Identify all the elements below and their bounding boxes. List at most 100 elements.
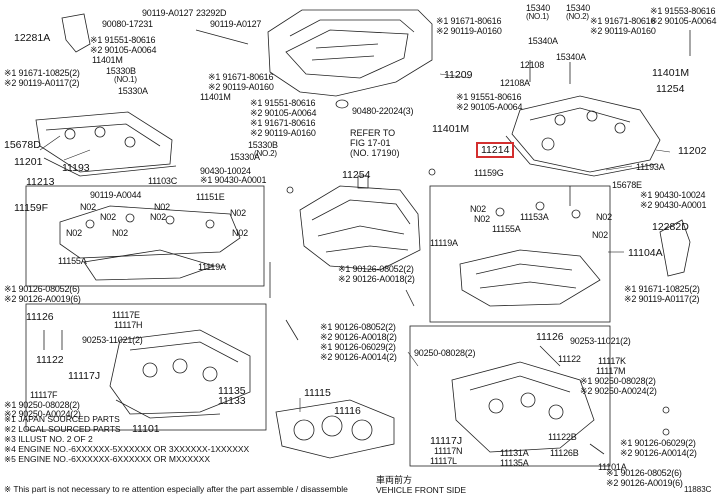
part-number-label[interactable]: ※2 90105-A0064 xyxy=(250,108,317,118)
part-number-label[interactable]: ※1 91553-80616 xyxy=(650,6,716,16)
part-number-label[interactable]: 11116 xyxy=(334,405,361,417)
part-number-label[interactable]: N02 xyxy=(232,228,248,238)
part-number-label[interactable]: 11155A xyxy=(492,224,521,234)
part-number-label[interactable]: ※2 90119-A0117(2) xyxy=(4,78,80,88)
part-number-label[interactable]: 11117L xyxy=(430,456,457,466)
part-number-label[interactable]: N02 xyxy=(66,228,82,238)
part-number-label[interactable]: 11254 xyxy=(656,83,685,95)
part-number-label[interactable]: (NO.1) xyxy=(526,12,549,21)
part-number-label[interactable]: N02 xyxy=(100,212,116,222)
part-number-label[interactable]: 11103C xyxy=(148,176,177,186)
part-number-label[interactable]: 90480-22024(3) xyxy=(352,106,414,116)
part-number-label[interactable]: (NO.2) xyxy=(566,12,589,21)
part-number-label[interactable]: N02 xyxy=(154,202,170,212)
part-number-label[interactable]: ※1 90430-A0001 xyxy=(200,175,267,185)
part-number-label[interactable]: ※1 90126-08052(2) xyxy=(320,322,396,332)
part-number-label[interactable]: ※1 91671-80616 xyxy=(250,118,316,128)
part-number-label[interactable]: 11401M xyxy=(92,55,123,65)
part-number-label[interactable]: 15678E xyxy=(612,180,642,190)
part-number-label[interactable]: 11201 xyxy=(14,156,43,168)
part-number-label[interactable]: N02 xyxy=(80,202,96,212)
part-number-label[interactable]: 11122B xyxy=(548,432,577,442)
part-number-label[interactable]: 12108 xyxy=(520,60,545,70)
part-number-label[interactable]: ※2 90430-A0001 xyxy=(640,200,707,210)
part-number-label[interactable]: 11153A xyxy=(520,212,549,222)
part-number-label[interactable]: 90430-10024 xyxy=(200,166,251,176)
part-number-label[interactable]: 12282D xyxy=(652,221,689,233)
part-number-label[interactable]: ※1 91551-80616 xyxy=(250,98,316,108)
part-number-label[interactable]: 11117J xyxy=(430,435,463,447)
part-number-label[interactable]: (NO.2) xyxy=(254,149,277,158)
part-number-label[interactable]: 15340 xyxy=(526,3,551,13)
part-number-label[interactable]: ※2 90105-A0064 xyxy=(90,45,157,55)
part-number-label[interactable]: N02 xyxy=(112,228,128,238)
part-number-label[interactable]: ※1 90126-08052(6) xyxy=(4,284,80,294)
part-number-label[interactable]: 15340A xyxy=(556,52,586,62)
part-number-label[interactable]: 11135A xyxy=(500,458,529,468)
part-number-label[interactable]: 11117M xyxy=(596,366,626,376)
part-number-label[interactable]: 11117E xyxy=(112,310,140,320)
part-number-label[interactable]: ※2 90119-A0160 xyxy=(208,82,274,92)
part-number-label[interactable]: 90253-11021(2) xyxy=(82,335,143,345)
part-number-label[interactable]: 11104A xyxy=(628,247,663,259)
part-number-label[interactable]: 11101 xyxy=(132,423,160,435)
part-number-label[interactable]: ※2 90105-A0064 xyxy=(456,102,523,112)
part-number-label[interactable]: ※1 91671-80616 xyxy=(590,16,656,26)
part-number-label[interactable]: 11131A xyxy=(500,448,529,458)
part-number-label[interactable]: 15330B xyxy=(248,140,278,150)
part-number-label[interactable]: 11117K xyxy=(598,356,626,366)
part-number-label[interactable]: 90080-17231 xyxy=(102,19,153,29)
part-number-label[interactable]: N02 xyxy=(150,212,166,222)
part-number-label[interactable]: 11126B xyxy=(550,448,579,458)
highlighted-part-number[interactable]: 11214 xyxy=(476,142,515,158)
part-number-label[interactable]: ※1 90126-06029(2) xyxy=(620,438,696,448)
part-number-label[interactable]: ※1 90126-08052(2) xyxy=(338,264,414,274)
part-number-label[interactable]: 11117H xyxy=(114,320,143,330)
part-number-label[interactable]: ※2 90119-A0160 xyxy=(436,26,502,36)
part-number-label[interactable]: 15340A xyxy=(528,36,558,46)
part-number-label[interactable]: ※2 90126-A0019(6) xyxy=(4,294,81,304)
part-number-label[interactable]: ※2 90119-A0160 xyxy=(250,128,316,138)
part-number-label[interactable]: N02 xyxy=(470,204,486,214)
part-number-label[interactable]: 90119-A0044 xyxy=(90,190,142,200)
part-number-label[interactable]: 15330A xyxy=(230,152,260,162)
part-number-label[interactable]: ※2 90119-A0160 xyxy=(590,26,656,36)
part-number-label[interactable]: 11119A xyxy=(198,262,226,272)
part-number-label[interactable]: ※2 90250-A0024(2) xyxy=(580,386,657,396)
part-number-label[interactable]: ※1 91671-10825(2) xyxy=(624,284,700,294)
part-number-label[interactable]: 11135 xyxy=(218,385,246,397)
part-number-label[interactable]: 15678D xyxy=(4,139,41,151)
part-number-label[interactable]: 90250-08028(2) xyxy=(414,348,476,358)
part-number-label[interactable]: 11401M xyxy=(652,67,690,79)
part-number-label[interactable]: ※2 90126-A0014(2) xyxy=(620,448,697,458)
part-number-label[interactable]: 15330A xyxy=(118,86,148,96)
part-number-label[interactable]: N02 xyxy=(474,214,490,224)
part-number-label[interactable]: ※1 91671-80616 xyxy=(436,16,502,26)
part-number-label[interactable]: 11126 xyxy=(26,311,54,323)
part-number-label[interactable]: 15330B xyxy=(106,66,136,76)
part-number-label[interactable]: 11193A xyxy=(636,162,665,172)
part-number-label[interactable]: ※1 90126-06029(2) xyxy=(320,342,396,352)
part-number-label[interactable]: ※1 90250-08028(2) xyxy=(4,400,80,410)
part-number-label[interactable]: 11122 xyxy=(558,354,581,364)
part-number-label[interactable]: 15340 xyxy=(566,3,591,13)
part-number-label[interactable]: ※2 90126-A0018(2) xyxy=(320,332,397,342)
part-number-label[interactable]: 90119-A0127 xyxy=(142,8,194,18)
part-number-label[interactable]: ※1 90250-08028(2) xyxy=(580,376,656,386)
part-number-label[interactable]: 11401M xyxy=(432,123,470,135)
part-number-label[interactable]: ※2 90119-A0117(2) xyxy=(624,294,700,304)
part-number-label[interactable]: 11209 xyxy=(444,69,473,81)
part-number-label[interactable]: N02 xyxy=(592,230,608,240)
part-number-label[interactable]: 90253-11021(2) xyxy=(570,336,631,346)
part-number-label[interactable]: ※1 91551-80616 xyxy=(90,35,156,45)
part-number-label[interactable]: ※1 91671-10825(2) xyxy=(4,68,80,78)
part-number-label[interactable]: ※1 90430-10024 xyxy=(640,190,706,200)
part-number-label[interactable]: ※2 90126-A0018(2) xyxy=(338,274,415,284)
part-number-label[interactable]: ※2 90105-A0064 xyxy=(650,16,717,26)
part-number-label[interactable]: 11133 xyxy=(218,395,246,407)
part-number-label[interactable]: N02 xyxy=(596,212,612,222)
part-number-label[interactable]: 11254 xyxy=(342,169,371,181)
part-number-label[interactable]: 12281A xyxy=(14,32,51,44)
part-number-label[interactable]: 11117N xyxy=(434,446,463,456)
part-number-label[interactable]: N02 xyxy=(230,208,246,218)
